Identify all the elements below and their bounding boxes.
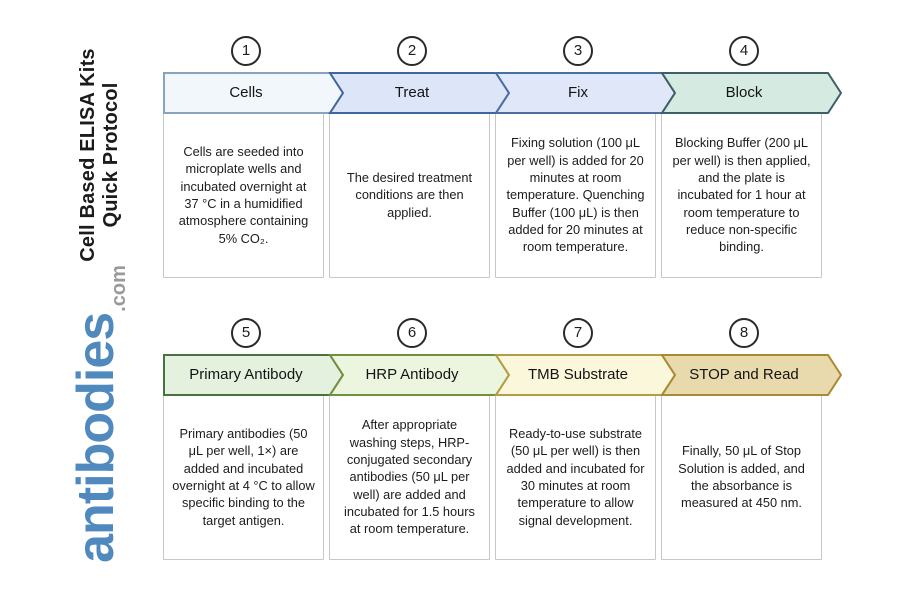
step-label: Primary Antibody [189,366,303,383]
step-description: After appropriate washing steps, HRP-con… [329,394,490,560]
step-description: Finally, 50 μL of Stop Solution is added… [661,394,822,560]
step-description-row: Cells are seeded into microplate wells a… [163,112,853,278]
step-label: Fix [568,84,588,101]
step-arrow-band: Cells Treat Fix Block [163,72,853,114]
step-description: Fixing solution (100 μL per well) is add… [495,112,656,278]
step-label: TMB Substrate [527,366,629,383]
step-arrow-shape [660,72,842,114]
step-arrow-shape [660,354,842,396]
step-number-badge: 5 [231,318,261,348]
step-label: Treat [394,84,430,101]
step-number-badge: 6 [397,318,427,348]
step-number-badge: 8 [729,318,759,348]
step-description: Primary antibodies (50 μL per well, 1×) … [163,394,324,560]
page-title: Cell Based ELISA Kits Quick Protocol [77,5,123,305]
step-label: HRP Antibody [365,366,459,383]
step-number-row: 5 6 7 8 [163,318,853,348]
step-description: Blocking Buffer (200 μL per well) is the… [661,112,822,278]
step-label: Cells [229,84,263,101]
step-number-badge: 2 [397,36,427,66]
step-description-row: Primary antibodies (50 μL per well, 1×) … [163,394,853,560]
step-number-badge: 3 [563,36,593,66]
step-number-badge: 1 [231,36,261,66]
step-arrows [163,72,842,114]
antibodies-logo: antibodies.com [67,265,130,563]
step-number-badge: 4 [729,36,759,66]
page-title-line-2: Quick Protocol [100,82,122,228]
step-description: Cells are seeded into microplate wells a… [163,112,324,278]
step-number-row: 1 2 3 4 [163,36,853,66]
step-description: Ready-to-use substrate (50 μL per well) … [495,394,656,560]
step-arrows [163,354,842,396]
step-arrow-band: Primary Antibody HRP Antibody TMB Substrat… [163,354,853,396]
step-label: Block [725,84,763,101]
step-description: The desired treatment conditions are the… [329,112,490,278]
brand-wordmark: antibodies [67,312,125,563]
brand-suffix: .com [108,265,130,312]
step-label: STOP and Read [689,366,799,383]
page-title-line-1: Cell Based ELISA Kits [77,48,99,262]
step-number-badge: 7 [563,318,593,348]
